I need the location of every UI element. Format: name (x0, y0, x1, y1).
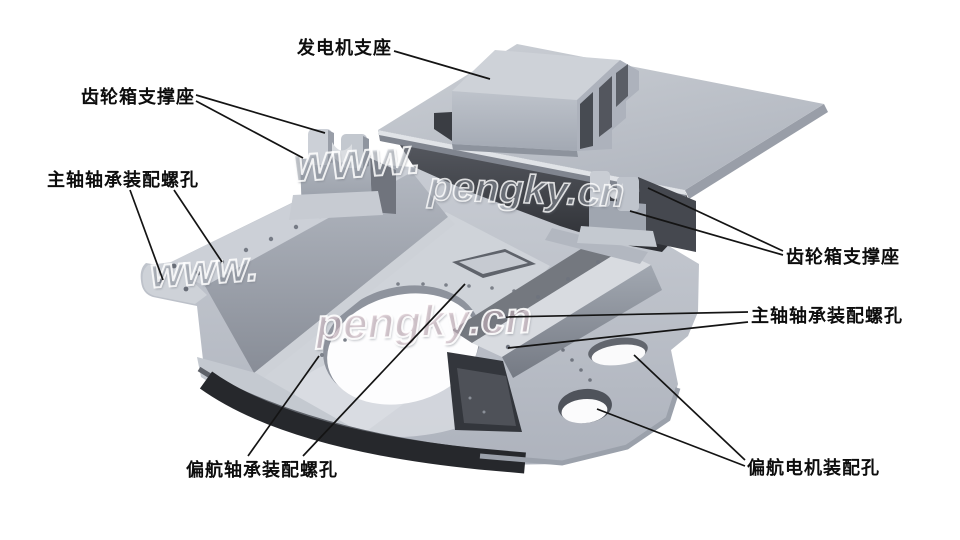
label-main-shaft-bearing-holes-right: 主轴轴承装配螺孔 (751, 306, 903, 326)
plate-cutout (434, 112, 452, 141)
label-gearbox-support-right: 齿轮箱支撑座 (786, 247, 900, 267)
label-gearbox-support-left: 齿轮箱支撑座 (81, 87, 195, 107)
rectangular-slot (452, 249, 536, 278)
label-yaw-bearing-holes: 偏航轴承装配螺孔 (186, 460, 338, 480)
label-generator-mount: 发电机支座 (297, 38, 392, 58)
gearbox-pedestal-left (289, 129, 396, 220)
generator-block (452, 50, 639, 157)
label-main-shaft-bearing-holes-left: 主轴轴承装配螺孔 (47, 170, 199, 190)
rear-wall-band (545, 228, 648, 264)
apron-screw-holes (561, 348, 592, 382)
label-yaw-motor-holes: 偏航电机装配孔 (747, 458, 880, 478)
